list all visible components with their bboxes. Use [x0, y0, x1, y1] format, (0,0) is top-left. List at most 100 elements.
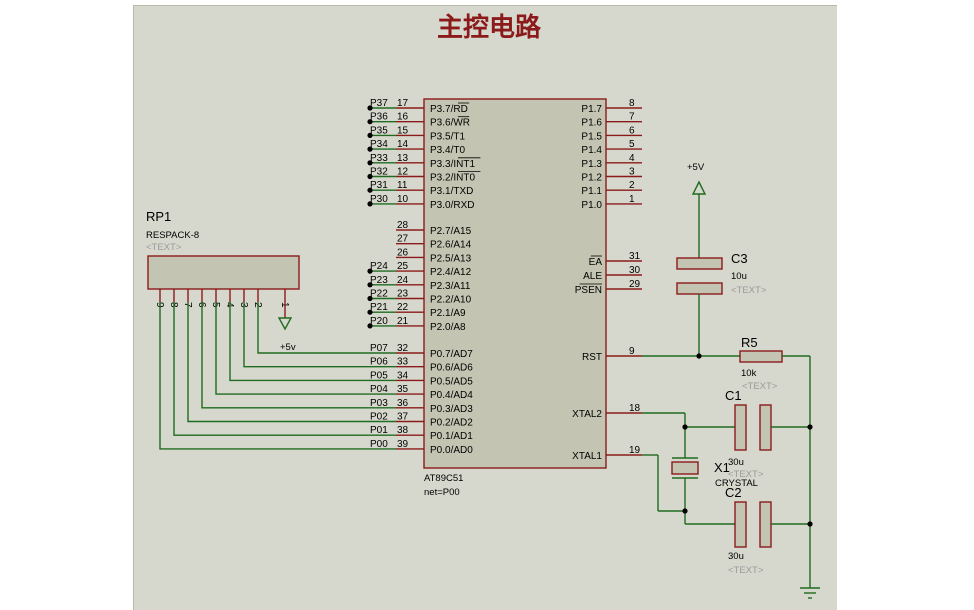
net-terminal-dot [367, 119, 373, 125]
mcu-name: AT89C51 [424, 473, 463, 484]
mcu-pin-number: 27 [397, 234, 409, 245]
oscillator-circuit: C1 30u <TEXT> X1 CRYSTAL C2 30u <TEXT> [642, 388, 820, 599]
c3-ref: C3 [731, 251, 748, 266]
net-terminal-dot [367, 173, 373, 180]
mcu-pin-number: 34 [397, 370, 409, 381]
mcu-pin-number: 29 [629, 279, 641, 290]
p0-bus-wire [159, 302, 396, 450]
mcu-pin-name: P0.5/AD5 [430, 376, 473, 387]
rp1-ref: RP1 [146, 209, 171, 224]
mcu-pin-number: 16 [397, 112, 409, 123]
mcu-pin-name: P3.0/RXD [430, 200, 474, 211]
r5-value: 10k [741, 368, 757, 379]
mcu-pin-name: P2.0/A8 [430, 322, 466, 333]
schematic-canvas: 主控电路 AT89C51 net=P00 17P3.7/RDP3716P3.6/… [146, 12, 820, 599]
rp1-text: <TEXT> [146, 242, 182, 253]
mcu-pin-name: P1.7 [581, 104, 602, 115]
mcu-pin-name: XTAL2 [572, 409, 602, 420]
mcu-pin-number: 36 [397, 398, 409, 409]
mcu-pin-number: 6 [629, 125, 635, 136]
mcu-pin-name: XTAL1 [572, 451, 602, 462]
c3-component: +5V C3 10u <TEXT> [676, 162, 767, 356]
r5-body [739, 350, 783, 363]
mcu-pin-number: 26 [397, 247, 409, 258]
net-terminal-dot [367, 146, 373, 152]
c2-value: 30u [728, 551, 744, 562]
mcu-pin-number: 7 [629, 112, 635, 123]
mcu-pin-number: 14 [397, 139, 409, 150]
mcu-pin-number: 23 [397, 289, 409, 300]
mcu-pin-number: 24 [397, 275, 409, 286]
net-terminal-dot [367, 323, 373, 329]
mcu-pin-number: 22 [397, 302, 409, 313]
rp1-component: RP1 RESPACK-8 <TEXT> 987654321 +5v [146, 209, 300, 353]
rst-junction [696, 353, 702, 359]
mcu-pin-name: P1.1 [581, 186, 602, 197]
mcu-pin-number: 1 [629, 194, 635, 205]
c3-plate-bottom [676, 282, 723, 295]
x1-value: CRYSTAL [715, 478, 758, 489]
mcu-pin-name: P3.1/TXD [430, 186, 473, 197]
net-label: P07 [370, 343, 388, 354]
mcu-pin-name: P2.7/A15 [430, 226, 472, 237]
net-terminal-dot [367, 201, 373, 207]
p0-bus-wire [201, 302, 396, 409]
r5-component: R5 10k <TEXT> [642, 335, 811, 588]
net-label: P21 [370, 302, 388, 313]
p0-bus-wire [173, 302, 396, 436]
net-label: P35 [370, 125, 388, 136]
mcu-left-pins: 17P3.7/RDP3716P3.6/WRP3615P3.5/T1P3514P3… [367, 98, 481, 456]
mcu-pin-number: 33 [397, 357, 409, 368]
net-label: P03 [370, 398, 388, 409]
mcu-pin-number: 3 [629, 167, 635, 178]
c2-gnd-junction [807, 521, 813, 527]
net-label: P02 [370, 412, 388, 423]
c1-gnd-junction [807, 424, 813, 430]
mcu-pin-number: 32 [397, 343, 409, 354]
mcu-pin-name: P2.3/A11 [430, 281, 471, 292]
net-label: P23 [370, 275, 388, 286]
mcu-pin-name: P0.0/AD0 [430, 445, 473, 456]
mcu-pin-name: PSEN [575, 285, 602, 296]
c3-value: 10u [731, 271, 747, 282]
mcu-pin-number: 12 [397, 167, 409, 178]
net-label: P30 [370, 194, 388, 205]
r5-ref: R5 [741, 335, 758, 350]
mcu-pin-name: P2.6/A14 [430, 240, 472, 251]
mcu-pin-name: P0.2/AD2 [430, 418, 473, 429]
net-terminal-dot [367, 105, 373, 111]
mcu-pin-name: P3.3/INT1 [430, 159, 475, 170]
mcu-pin-name: P2.4/A12 [430, 267, 472, 278]
mcu-pin-number: 5 [629, 139, 635, 150]
net-terminal-dot [367, 268, 373, 274]
net-label: P24 [370, 261, 388, 272]
net-terminal-dot [367, 160, 373, 166]
net-label: P04 [370, 384, 388, 395]
net-label: P31 [370, 180, 388, 191]
mcu-pin-number: 19 [629, 445, 641, 456]
x1-body [671, 461, 699, 475]
mcu-pin-name: ALE [583, 271, 602, 282]
mcu-pin-name: P3.5/T1 [430, 131, 465, 142]
c2-plate-left [734, 501, 747, 548]
net-label: P00 [370, 439, 388, 450]
mcu-pin-name: P3.2/INT0 [430, 173, 475, 184]
mcu-pin-number: 31 [629, 251, 641, 262]
mcu-pin-number: 13 [397, 153, 409, 164]
rp1-body [147, 255, 300, 290]
mcu-pin-name: P1.0 [581, 200, 602, 211]
mcu-pin-number: 39 [397, 439, 409, 450]
mcu-pin-name: P0.7/AD7 [430, 349, 473, 360]
mcu-body [423, 98, 607, 469]
c2-text: <TEXT> [728, 565, 764, 576]
mcu-pin-number: 10 [397, 194, 409, 205]
net-label: P33 [370, 153, 388, 164]
net-terminal-dot [367, 282, 373, 288]
mcu-net: net=P00 [424, 487, 460, 498]
c2-junction [682, 508, 688, 514]
mcu-pin-number: 9 [629, 346, 635, 357]
c1-text: <TEXT> [728, 469, 764, 480]
mcu-pin-name: P2.1/A9 [430, 308, 466, 319]
net-label: P05 [370, 370, 388, 381]
c3-plate-top [676, 257, 723, 270]
